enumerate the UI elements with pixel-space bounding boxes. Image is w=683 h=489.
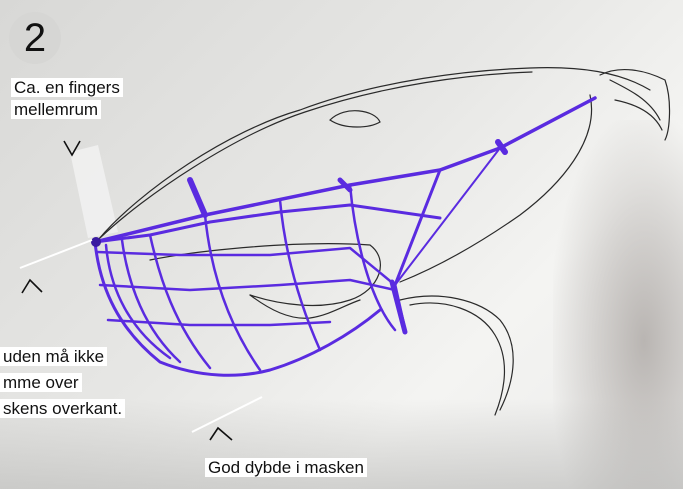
tape-strip [70,145,118,238]
step-number: 2 [24,18,46,58]
basket-muzzle [91,98,595,375]
nose-edge-label-line-1: uden må ikke [0,347,107,366]
dog-head-outline [98,68,670,415]
depth-label: God dybde i masken [205,458,367,477]
finger-gap-label-line-2: mellemrum [11,100,101,119]
nose-edge-label-line-2: mme over [0,373,82,392]
finger-gap-label-line-1: Ca. en fingers [11,78,123,97]
step-number-badge: 2 [9,12,61,64]
nose-edge-label-line-3: skens overkant. [0,399,125,418]
